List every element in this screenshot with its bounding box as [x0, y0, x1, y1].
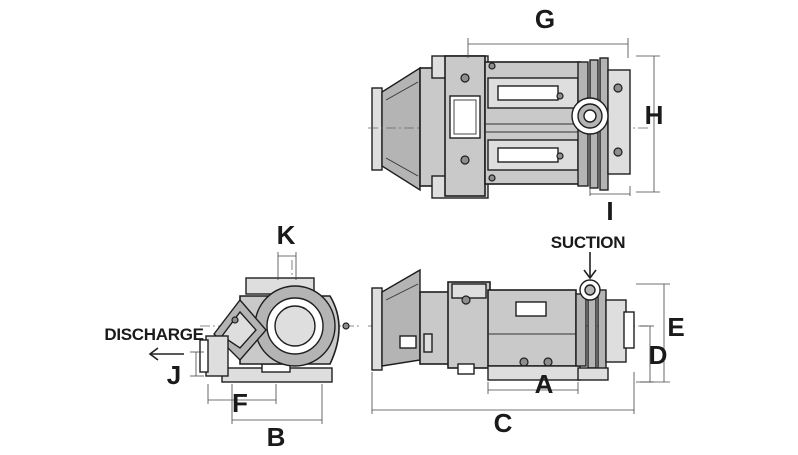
label-i: I	[606, 196, 613, 226]
label-e: E	[667, 312, 684, 342]
top-view	[368, 38, 660, 199]
label-discharge: DISCHARGE	[104, 325, 203, 344]
side-view	[148, 252, 360, 424]
label-c: C	[494, 408, 513, 438]
label-suction: SUCTION	[551, 233, 625, 252]
dimension-labels: G H I K J F B A C D E SUCTION DISCHARGE	[104, 4, 684, 452]
label-a: A	[535, 369, 554, 399]
label-k: K	[277, 220, 296, 250]
label-h: H	[645, 100, 664, 130]
label-b: B	[267, 422, 286, 452]
label-d: D	[649, 340, 668, 370]
front-view	[368, 252, 670, 414]
label-j: J	[167, 360, 181, 390]
label-g: G	[535, 4, 555, 34]
label-f: F	[232, 388, 248, 418]
